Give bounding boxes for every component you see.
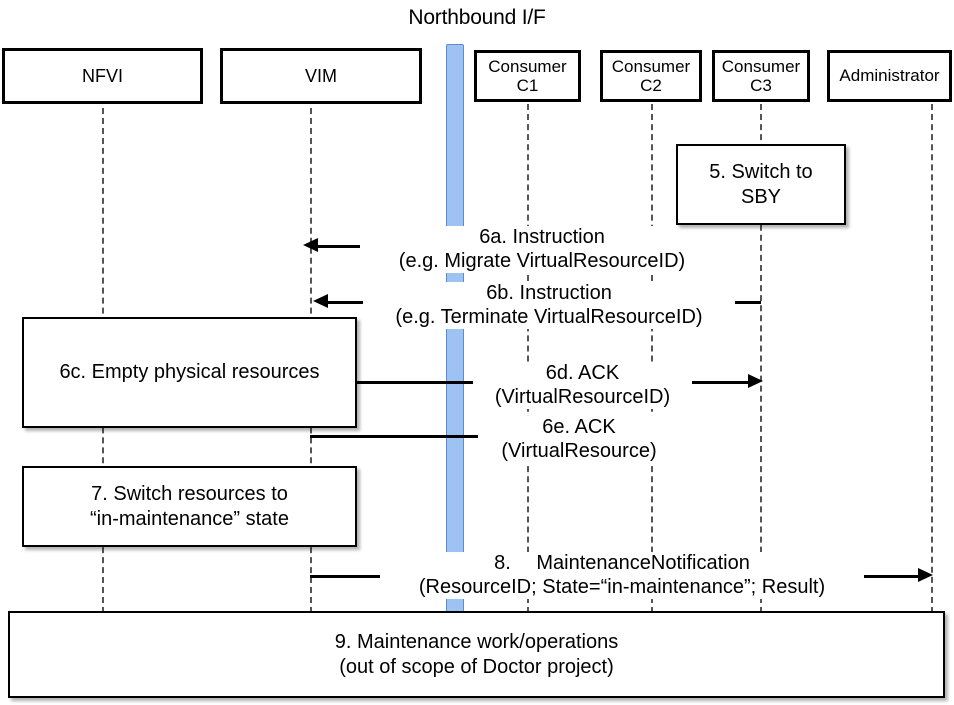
lifeline-c1 bbox=[527, 104, 529, 613]
action-step7-line2: “in-maintenance” state bbox=[90, 507, 289, 530]
message-6e-line bbox=[310, 435, 640, 438]
participant-consumer-c2[interactable]: Consumer C2 bbox=[600, 50, 702, 102]
action-step5-line2: SBY bbox=[740, 185, 782, 208]
participant-nfvi[interactable]: NFVI bbox=[2, 48, 203, 104]
message-6d-label: 6d. ACK (VirtualResourceID) bbox=[473, 362, 692, 410]
message-6d-label-line2: (VirtualResourceID) bbox=[494, 385, 671, 408]
participant-nfvi-label: NFVI bbox=[81, 65, 123, 86]
message-6b-arrowhead bbox=[313, 294, 328, 308]
lifeline-c3 bbox=[760, 104, 762, 613]
action-step7-line1: 7. Switch resources to bbox=[91, 482, 288, 505]
participant-consumer-c3-label-line2: C3 bbox=[750, 76, 772, 95]
action-box-step5-switch-to-sby[interactable]: 5. Switch to SBY bbox=[676, 144, 846, 225]
participant-consumer-c3[interactable]: Consumer C3 bbox=[712, 50, 810, 102]
action-box-step7-switch-resources-in-maintenance[interactable]: 7. Switch resources to “in-maintenance” … bbox=[22, 466, 357, 547]
participant-consumer-c2-label-line1: Consumer bbox=[611, 56, 691, 76]
participant-administrator-label: Administrator bbox=[839, 66, 940, 86]
action-box-step9-maintenance-work[interactable]: 9. Maintenance work/operations (out of s… bbox=[8, 611, 945, 698]
participant-vim[interactable]: VIM bbox=[220, 48, 422, 104]
message-6b-label: 6b. Instruction (e.g. Terminate VirtualR… bbox=[363, 282, 735, 330]
action-step9-line1: 9. Maintenance work/operations bbox=[334, 630, 619, 653]
message-6a-arrowhead bbox=[303, 238, 318, 252]
action-step6c-line1: 6c. Empty physical resources bbox=[59, 361, 320, 383]
participant-vim-label: VIM bbox=[304, 65, 337, 86]
message-6e-label-line1: 6e. ACK bbox=[542, 416, 616, 438]
message-6d-label-line1: 6d. ACK bbox=[545, 362, 620, 384]
message-6a-label-line1: 6a. Instruction bbox=[479, 226, 605, 248]
message-6d-arrowhead bbox=[748, 374, 763, 388]
message-8-label-line1: 8. MaintenanceNotification bbox=[494, 552, 750, 574]
message-6b-label-line1: 6b. Instruction bbox=[486, 282, 612, 304]
lifeline-admin bbox=[931, 104, 933, 613]
diagram-title: Northbound I/F bbox=[408, 6, 546, 29]
participant-consumer-c2-label-line2: C2 bbox=[640, 76, 662, 95]
participant-consumer-c1-label-line2: C1 bbox=[516, 76, 539, 95]
action-step9-line2: (out of scope of Doctor project) bbox=[339, 655, 614, 678]
action-step5-line1: 5. Switch to bbox=[709, 160, 813, 183]
message-6a-label-line2: (e.g. Migrate VirtualResourceID) bbox=[398, 249, 686, 272]
message-6e-label: 6e. ACK (VirtualResource) bbox=[478, 416, 680, 464]
message-6e-label-line2: (VirtualResource) bbox=[501, 439, 657, 462]
participant-administrator[interactable]: Administrator bbox=[827, 50, 952, 102]
message-8-label: 8. MaintenanceNotification (ResourceID; … bbox=[380, 552, 864, 600]
action-box-step6c-empty-physical-resources[interactable]: 6c. Empty physical resources bbox=[22, 317, 357, 428]
message-6b-label-line2: (e.g. Terminate VirtualResourceID) bbox=[395, 305, 703, 328]
message-8-arrowhead bbox=[918, 568, 933, 582]
message-8-label-line2: (ResourceID; State=“in-maintenance”; Res… bbox=[418, 575, 826, 598]
participant-consumer-c1[interactable]: Consumer C1 bbox=[474, 50, 581, 102]
participant-consumer-c1-label-line1: Consumer bbox=[488, 56, 567, 76]
message-6a-label: 6a. Instruction (e.g. Migrate VirtualRes… bbox=[360, 226, 724, 274]
participant-consumer-c3-label-line1: Consumer bbox=[721, 56, 801, 76]
lifeline-c2 bbox=[651, 104, 653, 613]
